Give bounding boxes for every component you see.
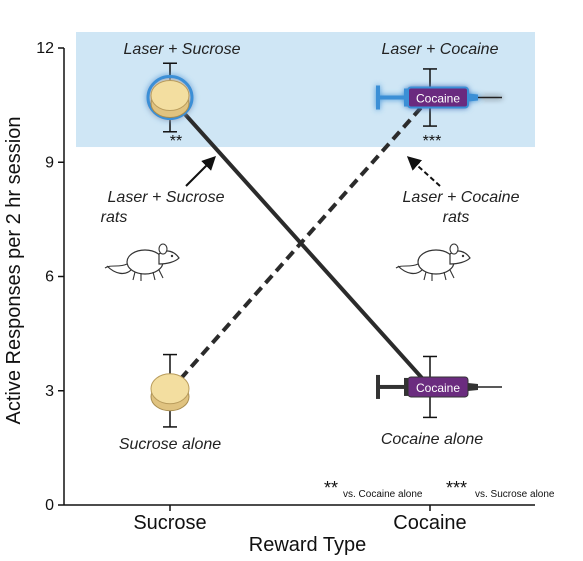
point-label: Sucrose alone: [119, 436, 221, 453]
series-lines: [168, 96, 432, 393]
point-label: Laser + Cocaine: [382, 41, 499, 58]
annotation-dashed-group: Laser + Cocaine rats: [395, 156, 520, 282]
y-tick-label: 6: [45, 269, 54, 286]
syringe-hub: [468, 382, 478, 391]
y-tick-label: 3: [45, 383, 54, 400]
pellet-top: [150, 80, 190, 112]
annotation-dashed-line1: Laser + Cocaine: [403, 189, 520, 206]
pellet-top: [150, 373, 190, 405]
syringe-label: Cocaine: [416, 92, 460, 106]
series-line: [168, 96, 432, 393]
rat-icon: [104, 243, 180, 282]
significance-mark: **: [170, 133, 182, 150]
footnote-text-1: vs. Cocaine alone: [343, 489, 423, 500]
syringe-plunger-rod: [380, 95, 406, 100]
x-ticks: Sucrose Cocaine: [133, 505, 467, 534]
syringe-flange: [404, 88, 408, 107]
y-tick-label: 9: [45, 154, 54, 171]
y-ticks: 0 3 6 9 12: [36, 40, 64, 514]
syringe-plunger-head: [376, 85, 380, 110]
rat-icon: [395, 243, 471, 282]
syringe-label: Cocaine: [416, 381, 460, 395]
point-label: Cocaine alone: [381, 431, 483, 448]
arrow-icon: [406, 156, 441, 187]
sucrose-pellet-icon: [150, 373, 190, 412]
annotation-dashed-line2: rats: [443, 209, 470, 226]
footnote-mark-1: **: [324, 478, 338, 498]
x-tick-label: Sucrose: [133, 512, 206, 534]
footnote-mark-2: ***: [446, 478, 467, 498]
pellet-glow: [146, 75, 194, 121]
y-tick-label: 12: [36, 40, 54, 57]
sucrose-pellet-icon: [146, 75, 194, 121]
syringe-hub: [468, 93, 478, 102]
cocaine-syringe-icon: Cocaine: [376, 85, 502, 110]
syringe-flange: [404, 377, 408, 396]
syringe-plunger-rod: [380, 384, 406, 389]
significance-mark: ***: [423, 133, 442, 150]
annotation-solid-group: Laser + Sucrose rats: [101, 156, 225, 282]
y-axis-title: Active Responses per 2 hr session: [3, 117, 25, 425]
annotation-solid-line1: Laser + Sucrose: [108, 189, 225, 206]
annotation-solid-line2: rats: [101, 209, 128, 226]
syringe-plunger-head: [376, 374, 380, 399]
significance-marks: *****: [170, 133, 442, 150]
footnote-text-2: vs. Sucrose alone: [475, 489, 555, 500]
arrow-icon: [185, 156, 216, 187]
x-tick-label: Cocaine: [393, 512, 466, 534]
cocaine-syringe-icon: Cocaine: [376, 374, 502, 399]
y-tick-label: 0: [45, 497, 54, 514]
x-axis-title: Reward Type: [249, 534, 366, 556]
footnote: ** vs. Cocaine alone *** vs. Sucrose alo…: [324, 478, 555, 500]
point-label: Laser + Sucrose: [124, 41, 241, 58]
